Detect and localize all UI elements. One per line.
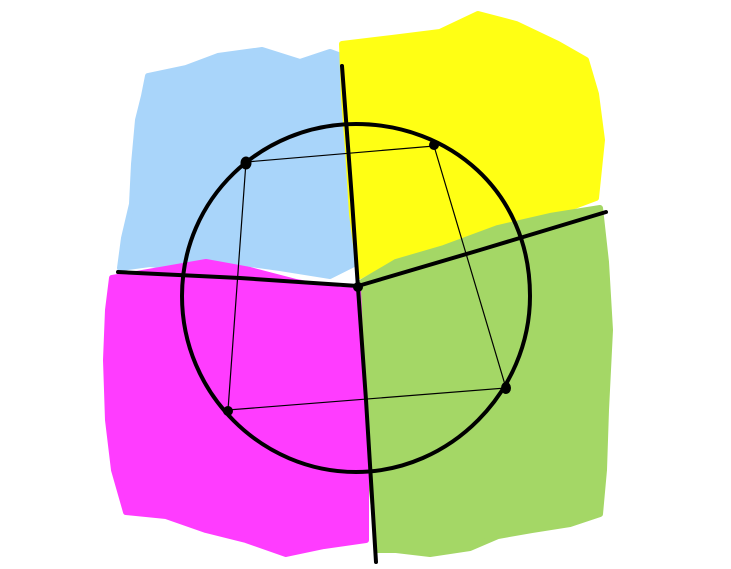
point-bottom-right xyxy=(501,382,511,394)
point-top-right xyxy=(429,140,439,150)
point-center xyxy=(353,282,363,292)
magenta-region xyxy=(103,259,369,557)
circle xyxy=(179,121,533,475)
left-divider-line xyxy=(116,270,360,288)
point-bottom-left xyxy=(223,406,233,416)
point-top-left xyxy=(240,156,252,170)
blue-region xyxy=(117,47,361,279)
green-region xyxy=(359,205,613,557)
right-divider-line xyxy=(356,210,608,288)
